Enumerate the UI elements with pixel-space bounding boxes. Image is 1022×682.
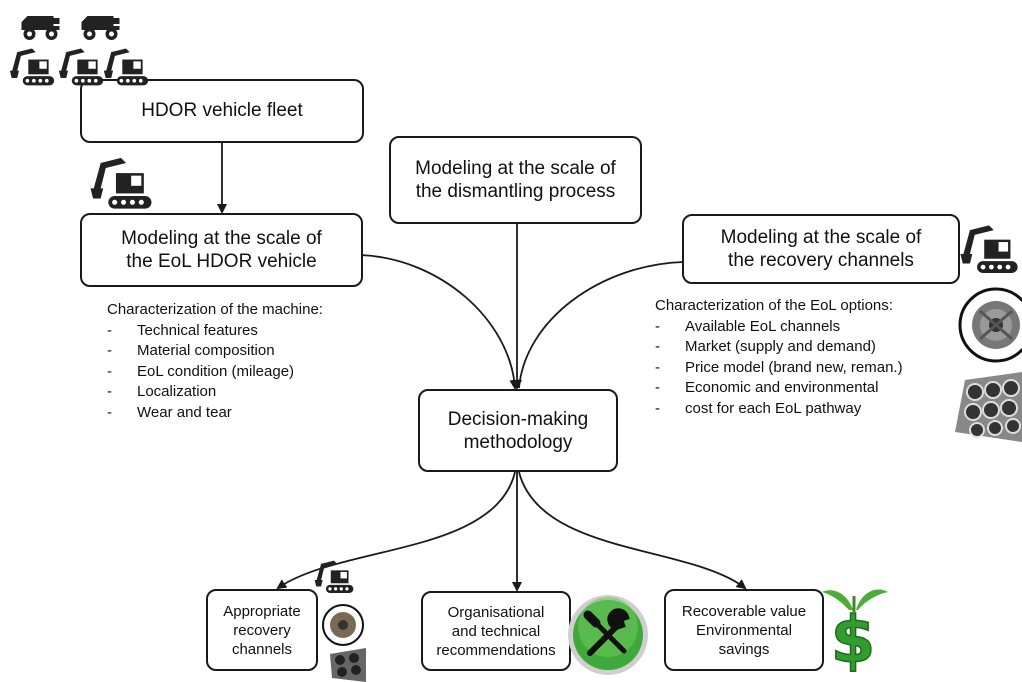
eol-item: Available EoL channels (655, 317, 903, 338)
decision-line-2: methodology (463, 431, 573, 453)
recommendations-line-2: and technical (451, 622, 541, 640)
curve-vehicle-to-decision (359, 254, 520, 390)
eol-characterization-list: Characterization of the EoL options: Ava… (655, 296, 903, 419)
curve-recovery-to-decision (518, 261, 684, 389)
recovery-scale-box: Modeling at the scale of the recovery ch… (682, 214, 960, 284)
alternator-icon (322, 604, 364, 646)
alternator-icon (958, 287, 1022, 363)
fleet-label: HDOR vehicle fleet (141, 100, 303, 121)
dismantling-scale-line-2: the dismantling process (415, 181, 616, 202)
dollar-plant-icon: $ (822, 589, 888, 672)
dump-truck-icon (81, 16, 120, 40)
recommendations-output-box: Organisational and technical recommendat… (421, 591, 571, 671)
eol-characterization-heading: Characterization of the EoL options: (655, 297, 893, 314)
recovery-scale-line-2: the recovery channels (728, 250, 914, 271)
channels-line-2: recovery (233, 621, 291, 639)
decision-line-1: Decision-making (447, 408, 589, 430)
vehicle-scale-line-1: Modeling at the scale of (121, 228, 322, 249)
dismantling-scale-box: Modeling at the scale of the dismantling… (389, 136, 642, 224)
machine-characterization-heading: Characterization of the machine: (107, 301, 323, 318)
channels-output-box: Appropriate recovery channels (206, 589, 318, 671)
value-output-box: Recoverable value Environmental savings (664, 589, 824, 671)
svg-text:$: $ (831, 604, 876, 672)
recommendations-line-3: recommendations (436, 641, 556, 659)
machine-item: Wear and tear (107, 403, 323, 424)
arrow-decision-to-channels (276, 471, 516, 590)
excavator-icon (9, 48, 55, 86)
excavator-icon (960, 225, 1018, 274)
eol-item: Economic and environmental (655, 378, 903, 399)
fleet-box: HDOR vehicle fleet (80, 79, 364, 143)
excavator-icon (314, 560, 354, 593)
arrow-decision-to-value (518, 471, 747, 590)
eol-item: Price model (brand new, reman.) (655, 358, 903, 379)
machine-characterization-list: Characterization of the machine: Technic… (107, 300, 323, 423)
channels-line-1: Appropriate (223, 602, 301, 620)
recovery-scale-line-1: Modeling at the scale of (720, 227, 922, 248)
excavator-icon (90, 157, 152, 209)
steel-pipes-icon (955, 372, 1022, 442)
machine-item: Localization (107, 382, 323, 403)
recommendations-line-1: Organisational (447, 603, 545, 621)
eol-item-continuation: cost for each EoL pathway (655, 399, 903, 420)
value-line-3: savings (718, 640, 770, 658)
machine-item: Technical features (107, 321, 323, 342)
excavator-icon (103, 48, 149, 86)
channels-line-3: channels (231, 640, 293, 658)
decision-box: Decision-making methodology (418, 389, 618, 472)
vehicle-scale-box: Modeling at the scale of the EoL HDOR ve… (80, 213, 363, 287)
wrench-screwdriver-icon (568, 595, 648, 675)
dismantling-scale-line-1: Modeling at the scale of (415, 158, 616, 179)
steel-pipes-icon (330, 648, 366, 682)
excavator-icon (58, 48, 104, 86)
machine-item: Material composition (107, 341, 323, 362)
dump-truck-icon (21, 16, 60, 40)
eol-item: Market (supply and demand) (655, 337, 903, 358)
value-line-2: Environmental (696, 621, 792, 639)
value-line-1: Recoverable value (681, 602, 807, 620)
machine-item: EoL condition (mileage) (107, 362, 323, 383)
vehicle-scale-line-2: the EoL HDOR vehicle (126, 251, 317, 272)
